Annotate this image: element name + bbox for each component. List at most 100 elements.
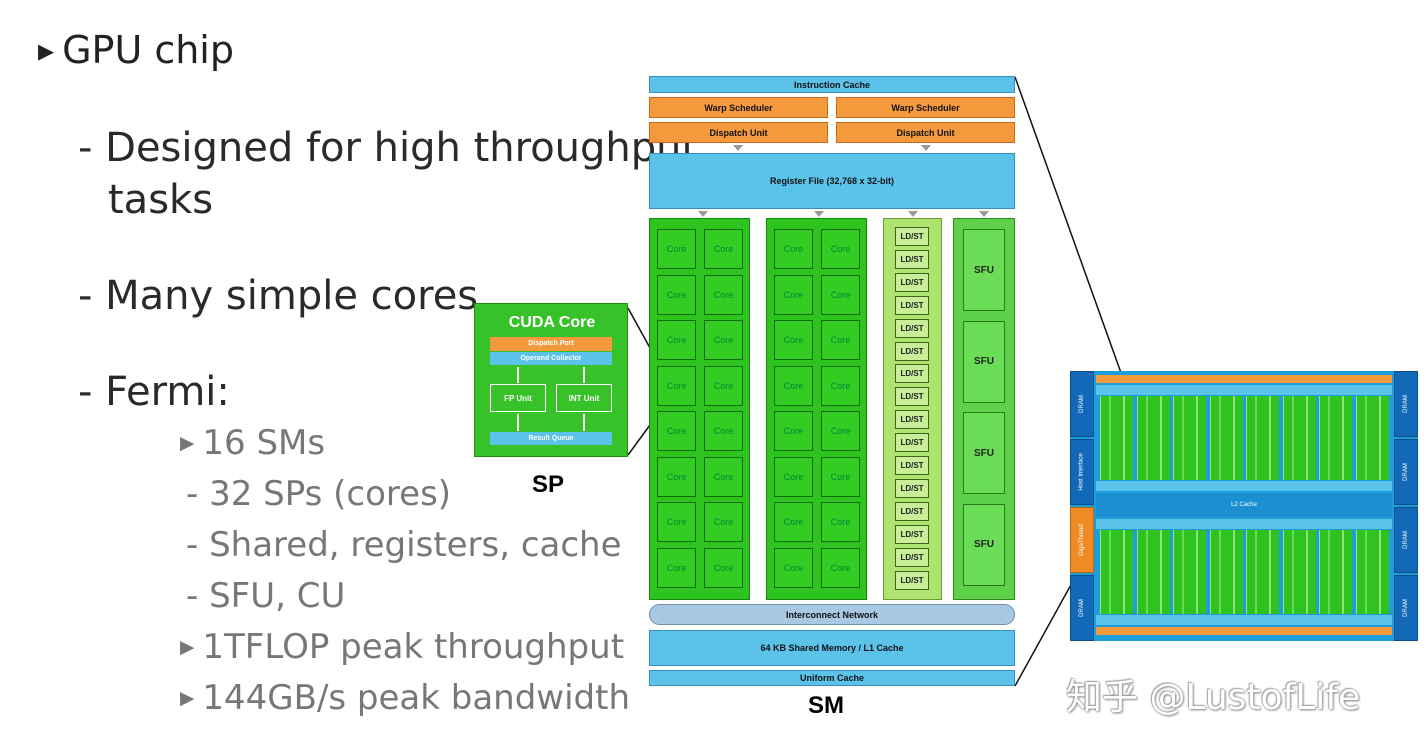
chip-sm-block <box>1246 530 1279 614</box>
chip-sm-block <box>1136 396 1170 480</box>
sub-bullet: - SFU, CU <box>186 576 346 616</box>
core-unit: Core <box>821 365 860 406</box>
top-blue-strip <box>1096 385 1392 395</box>
ldst-unit: LD/ST <box>895 547 929 567</box>
l2-cache: L2 Cache <box>1096 493 1392 517</box>
dispatch-unit: Dispatch Unit <box>649 122 828 143</box>
sub-bullet: ▶1TFLOP peak throughput <box>180 627 624 667</box>
ldst-unit: LD/ST <box>895 433 929 453</box>
gigathread-block: GigaThread <box>1070 507 1094 573</box>
chip-sm-block <box>1100 530 1133 614</box>
dram-block: DRAM <box>1070 575 1094 641</box>
sm-caption: SM <box>808 692 844 719</box>
fp-unit: FP Unit <box>490 384 546 412</box>
core-unit: Core <box>704 229 743 269</box>
cuda-core-title: CUDA Core <box>508 314 596 331</box>
bullet-gpu-chip: ▶ GPU chip <box>38 28 234 72</box>
bullet-text: GPU chip <box>62 28 234 72</box>
sub-bullet: - Shared, registers, cache <box>186 525 622 565</box>
dram-block: DRAM <box>1394 439 1418 505</box>
dram-block: DRAM <box>1070 371 1094 437</box>
dispatch-port: Dispatch Port <box>490 337 612 351</box>
bullet-line: tasks <box>108 177 214 223</box>
sub-bullet-text: 16 SMs <box>202 423 326 463</box>
core-unit: Core <box>657 274 696 315</box>
ldst-unit: LD/ST <box>895 318 929 338</box>
chip-sm-block <box>1355 530 1389 614</box>
down-arrow-icon <box>814 211 824 217</box>
ldst-unit: LD/ST <box>895 249 929 269</box>
ldst-unit: LD/ST <box>895 456 929 475</box>
core-unit: Core <box>774 502 813 542</box>
sub-bullet: ▶ 144GB/s peak bandwidth <box>180 678 630 718</box>
sfu-unit: SFU <box>963 320 1005 403</box>
chip-sm-block <box>1282 530 1316 614</box>
triangle-bullet-icon: ▶ <box>180 688 195 710</box>
core-unit: Core <box>774 547 813 588</box>
dram-label: DRAM <box>1402 395 1409 413</box>
core-unit: Core <box>704 411 743 451</box>
ldst-unit: LD/ST <box>895 295 929 315</box>
register-file: Register File (32,768 x 32-bit) <box>649 153 1015 209</box>
ldst-unit: LD/ST <box>895 570 929 590</box>
triangle-bullet-icon: ▶ <box>180 433 195 455</box>
cuda-core-diagram: CUDA Core Dispatch Port Operand Collecto… <box>474 303 628 457</box>
core-unit: Core <box>704 456 743 497</box>
chip-sm-block <box>1136 530 1170 614</box>
core-unit: Core <box>821 547 860 588</box>
dram-label: DRAM <box>1078 599 1085 617</box>
dram-block: DRAM <box>1394 575 1418 641</box>
core-unit: Core <box>774 365 813 406</box>
bottom-scheduler-strip <box>1096 627 1392 635</box>
chip-sm-block <box>1355 396 1389 480</box>
int-unit: INT Unit <box>556 384 612 412</box>
dram-label: DRAM <box>1402 463 1409 481</box>
ldst-unit: LD/ST <box>895 227 929 246</box>
down-arrow-icon <box>583 367 585 383</box>
sub-bullet-text: 144GB/s peak bandwidth <box>202 678 631 718</box>
ldst-unit: LD/ST <box>895 501 929 521</box>
chip-sm-block <box>1209 396 1243 480</box>
ldst-unit: LD/ST <box>895 478 929 498</box>
triangle-bullet-icon: ▶ <box>180 637 195 659</box>
down-arrow-icon <box>698 211 708 217</box>
down-arrow-icon <box>517 414 519 431</box>
core-unit: Core <box>704 365 743 406</box>
chip-sm-block <box>1173 396 1206 480</box>
ldst-unit: LD/ST <box>895 524 929 544</box>
result-queue: Result Queue <box>490 432 612 445</box>
fermi-chip-diagram: DRAM Host Interface GigaThread DRAM DRAM… <box>1070 371 1418 641</box>
operand-collector: Operand Collector <box>490 352 612 365</box>
bullet-fermi: - Fermi: <box>78 369 230 415</box>
l2-cache-label: L2 Cache <box>1231 502 1257 508</box>
down-arrow-icon <box>921 145 931 151</box>
warp-scheduler: Warp Scheduler <box>836 97 1015 118</box>
down-arrow-icon <box>583 414 585 431</box>
chip-sm-block <box>1246 396 1279 480</box>
sfu-unit: SFU <box>963 229 1005 311</box>
core-unit: Core <box>774 320 813 360</box>
down-arrow-icon <box>908 211 918 217</box>
core-unit: Core <box>657 502 696 542</box>
core-unit: Core <box>704 502 743 542</box>
triangle-bullet-icon: ▶ <box>38 38 55 63</box>
core-unit: Core <box>821 502 860 542</box>
down-arrow-icon <box>517 367 519 383</box>
core-unit: Core <box>774 456 813 497</box>
ldst-unit: LD/ST <box>895 341 929 361</box>
down-arrow-icon <box>733 145 743 151</box>
chip-sm-block <box>1173 530 1206 614</box>
ldst-unit: LD/ST <box>895 364 929 384</box>
sub-bullet: ▶ 16 SMs <box>180 423 325 463</box>
core-unit: Core <box>821 274 860 315</box>
core-unit: Core <box>704 320 743 360</box>
core-unit: Core <box>657 320 696 360</box>
warp-scheduler: Warp Scheduler <box>649 97 828 118</box>
host-interface-label: Host Interface <box>1079 453 1086 491</box>
watermark: 知乎 @LustofLife <box>1066 677 1361 718</box>
ldst-unit: LD/ST <box>895 410 929 430</box>
chip-sm-block <box>1319 530 1352 614</box>
bullet-line: - Designed for high throughput <box>78 125 698 171</box>
core-unit: Core <box>774 411 813 451</box>
sfu-unit: SFU <box>963 412 1005 494</box>
